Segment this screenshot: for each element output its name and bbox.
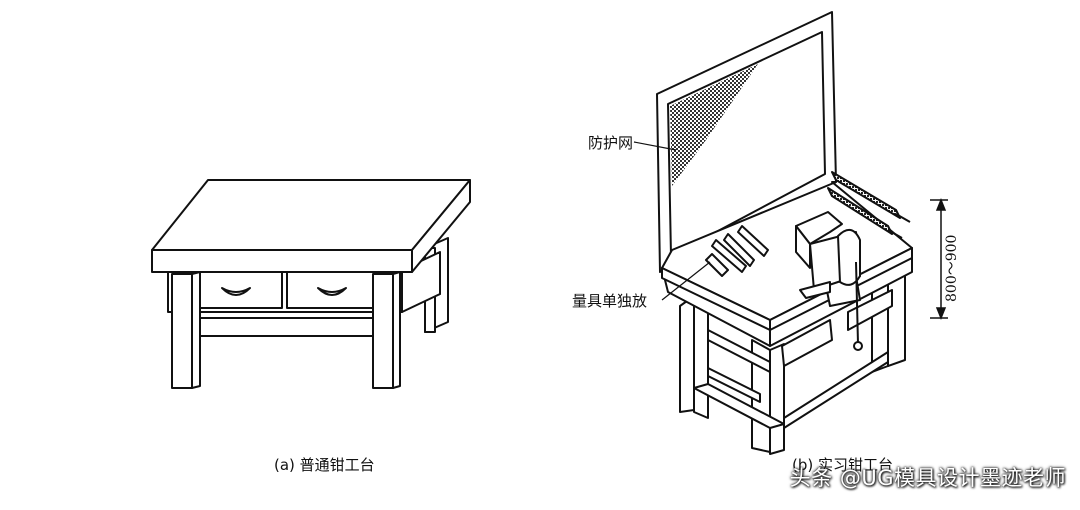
watermark-text: 头条 @UG模具设计墨迹老师 [789, 466, 1066, 490]
gauge-tool [723, 233, 755, 267]
guard-net-mesh [670, 64, 758, 186]
drawer-right [286, 271, 380, 309]
caption-ordinary-bench: (a) 普通钳工台 [274, 456, 375, 474]
label-guard-net: 防护网 [588, 134, 633, 152]
label-height-range: 800～900 [944, 235, 960, 302]
ordinary-bench-drawing [151, 179, 471, 389]
training-bench-drawing [656, 11, 913, 455]
drawer-left [189, 271, 283, 309]
label-gauge-storage: 量具单独放 [572, 292, 647, 310]
file-tool [827, 187, 893, 235]
gauge-tool [711, 239, 747, 273]
drawer-handle-icon [221, 287, 251, 296]
gauge-tool [737, 225, 769, 257]
height-dimension [930, 197, 948, 321]
drawer-handle-icon [317, 287, 347, 296]
bench-vise [795, 211, 863, 351]
file-tool [831, 171, 901, 219]
caption-training-bench: (b) 实习钳工台 [792, 456, 893, 474]
